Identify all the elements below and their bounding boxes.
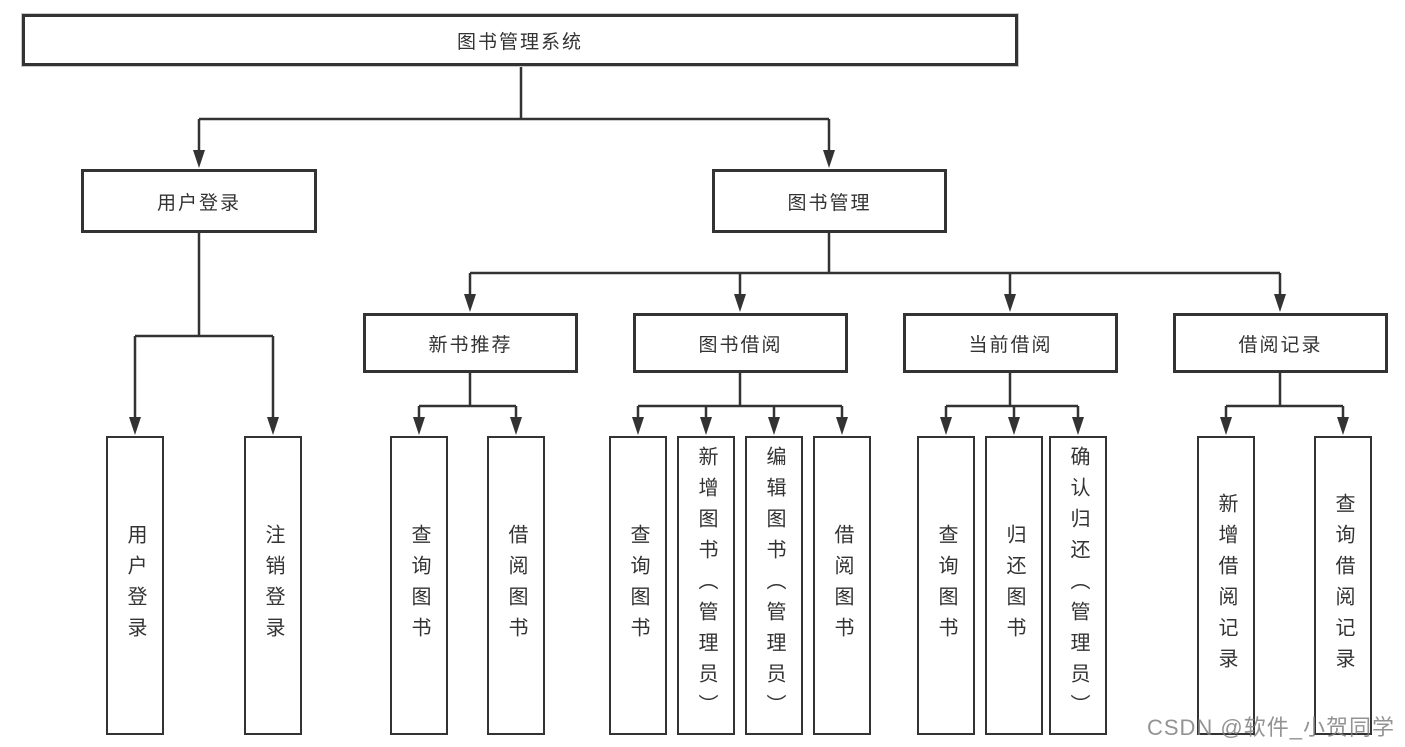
node-book-borrow: 图书借阅 [633,313,848,373]
node-label: 用户登录 [124,523,146,648]
node-book-management: 图书管理 [712,169,947,233]
node-query-books-current: 查询图书 [917,436,975,735]
node-edit-books-admin: 编辑图书（管理员） [745,436,803,735]
node-label: 归还图书 [1003,523,1025,648]
node-label: 确认归还（管理员） [1067,446,1089,725]
node-user-login-branch: 用户登录 [81,169,317,233]
node-label: 查询图书 [408,523,430,648]
node-label: 注销登录 [262,523,284,648]
node-label: 图书管理 [787,192,872,214]
connector-book-borrow [632,373,848,435]
node-query-books-recommend: 查询图书 [390,436,448,735]
node-label: 图书管理系统 [456,31,583,53]
connector-borrow-records [1220,373,1349,435]
node-label: 借阅图书 [505,523,527,648]
csdn-watermark: CSDN @软件_小贺同学 [1146,715,1395,740]
node-label: 借阅记录 [1238,334,1323,356]
node-user-login: 用户登录 [106,436,164,735]
node-label: 查询图书 [627,523,649,648]
node-label: 当前借阅 [968,334,1053,356]
node-logout: 注销登录 [244,436,302,735]
node-query-books-borrow: 查询图书 [609,436,667,735]
node-current-borrow: 当前借阅 [903,313,1118,373]
connector-current-borrow [940,373,1084,435]
node-label: 新增借阅记录 [1215,492,1237,679]
node-return-books: 归还图书 [985,436,1043,735]
node-label: 查询图书 [935,523,957,648]
connector-user-login-branch [129,233,279,435]
node-label: 新增图书（管理员） [695,446,717,725]
connector-book-management-branch [464,233,1286,312]
node-label: 编辑图书（管理员） [763,446,785,725]
node-label: 图书借阅 [698,334,783,356]
node-label: 借阅图书 [831,523,853,648]
node-confirm-return-admin: 确认归还（管理员） [1049,436,1107,735]
node-add-borrow-record: 新增借阅记录 [1197,436,1255,735]
node-library-management-system: 图书管理系统 [22,14,1018,66]
node-add-books-admin: 新增图书（管理员） [677,436,735,735]
node-borrow-books: 借阅图书 [813,436,871,735]
node-borrow-books-recommend: 借阅图书 [487,436,545,735]
connector-new-book-recommend [413,373,522,435]
node-label: 查询借阅记录 [1332,492,1354,679]
node-borrow-records: 借阅记录 [1173,313,1388,373]
connector-root-to-level2 [193,66,835,168]
node-query-borrow-record: 查询借阅记录 [1314,436,1372,735]
node-label: 新书推荐 [428,334,513,356]
node-new-book-recommend: 新书推荐 [363,313,578,373]
node-label: 用户登录 [156,192,241,214]
